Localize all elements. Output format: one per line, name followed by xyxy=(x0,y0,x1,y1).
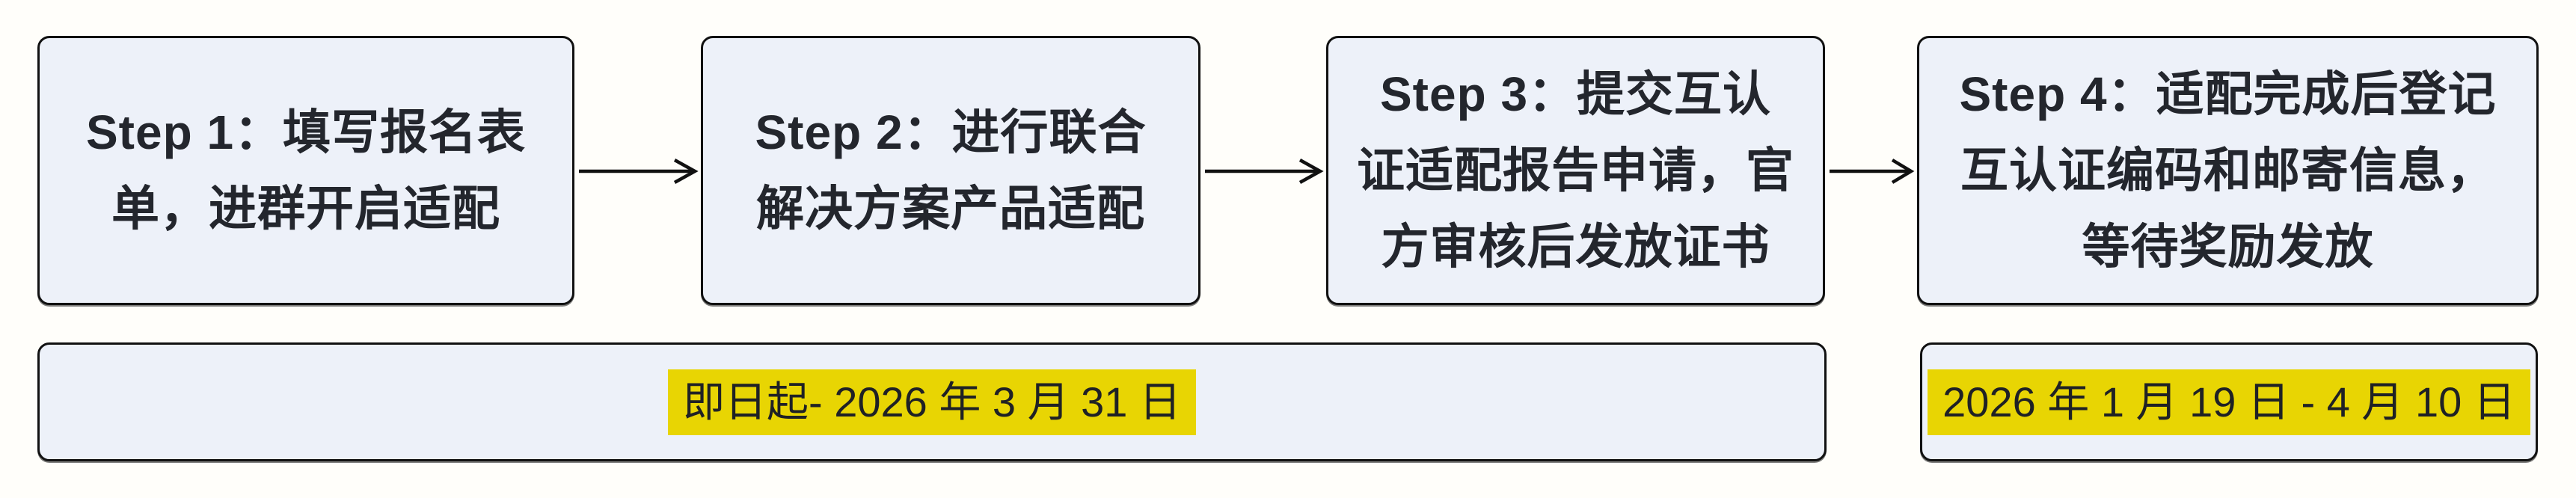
step-1-text: Step 1：填写报名表 单，进群开启适配 xyxy=(85,105,527,236)
step-2-box: Step 2：进行联合 解决方案产品适配 xyxy=(701,36,1200,305)
date-range-steps-1-3: 即日起- 2026 年 3 月 31 日 xyxy=(667,369,1196,435)
step-2-text: Step 2：进行联合 解决方案产品适配 xyxy=(755,105,1147,236)
step-4-box: Step 4：适配完成后登记 互认证编码和邮寄信息， 等待奖励发放 xyxy=(1917,36,2539,305)
arrow-step3-to-step4-icon xyxy=(1828,156,1915,186)
step-3-box: Step 3：提交互认 证适配报告申请，官 方审核后发放证书 xyxy=(1326,36,1825,305)
timeline-steps-1-3-box: 即日起- 2026 年 3 月 31 日 xyxy=(37,342,1827,461)
arrow-step1-to-step2-icon xyxy=(577,156,699,186)
date-range-step-4: 2026 年 1 月 19 日 - 4 月 10 日 xyxy=(1928,369,2530,435)
step-1-box: Step 1：填写报名表 单，进群开启适配 xyxy=(37,36,574,305)
step-4-text: Step 4：适配完成后登记 互认证编码和邮寄信息， 等待奖励发放 xyxy=(1959,67,2497,274)
arrow-step2-to-step3-icon xyxy=(1203,156,1324,186)
step-3-text: Step 3：提交互认 证适配报告申请，官 方审核后发放证书 xyxy=(1357,67,1794,274)
timeline-step-4-box: 2026 年 1 月 19 日 - 4 月 10 日 xyxy=(1920,342,2538,461)
